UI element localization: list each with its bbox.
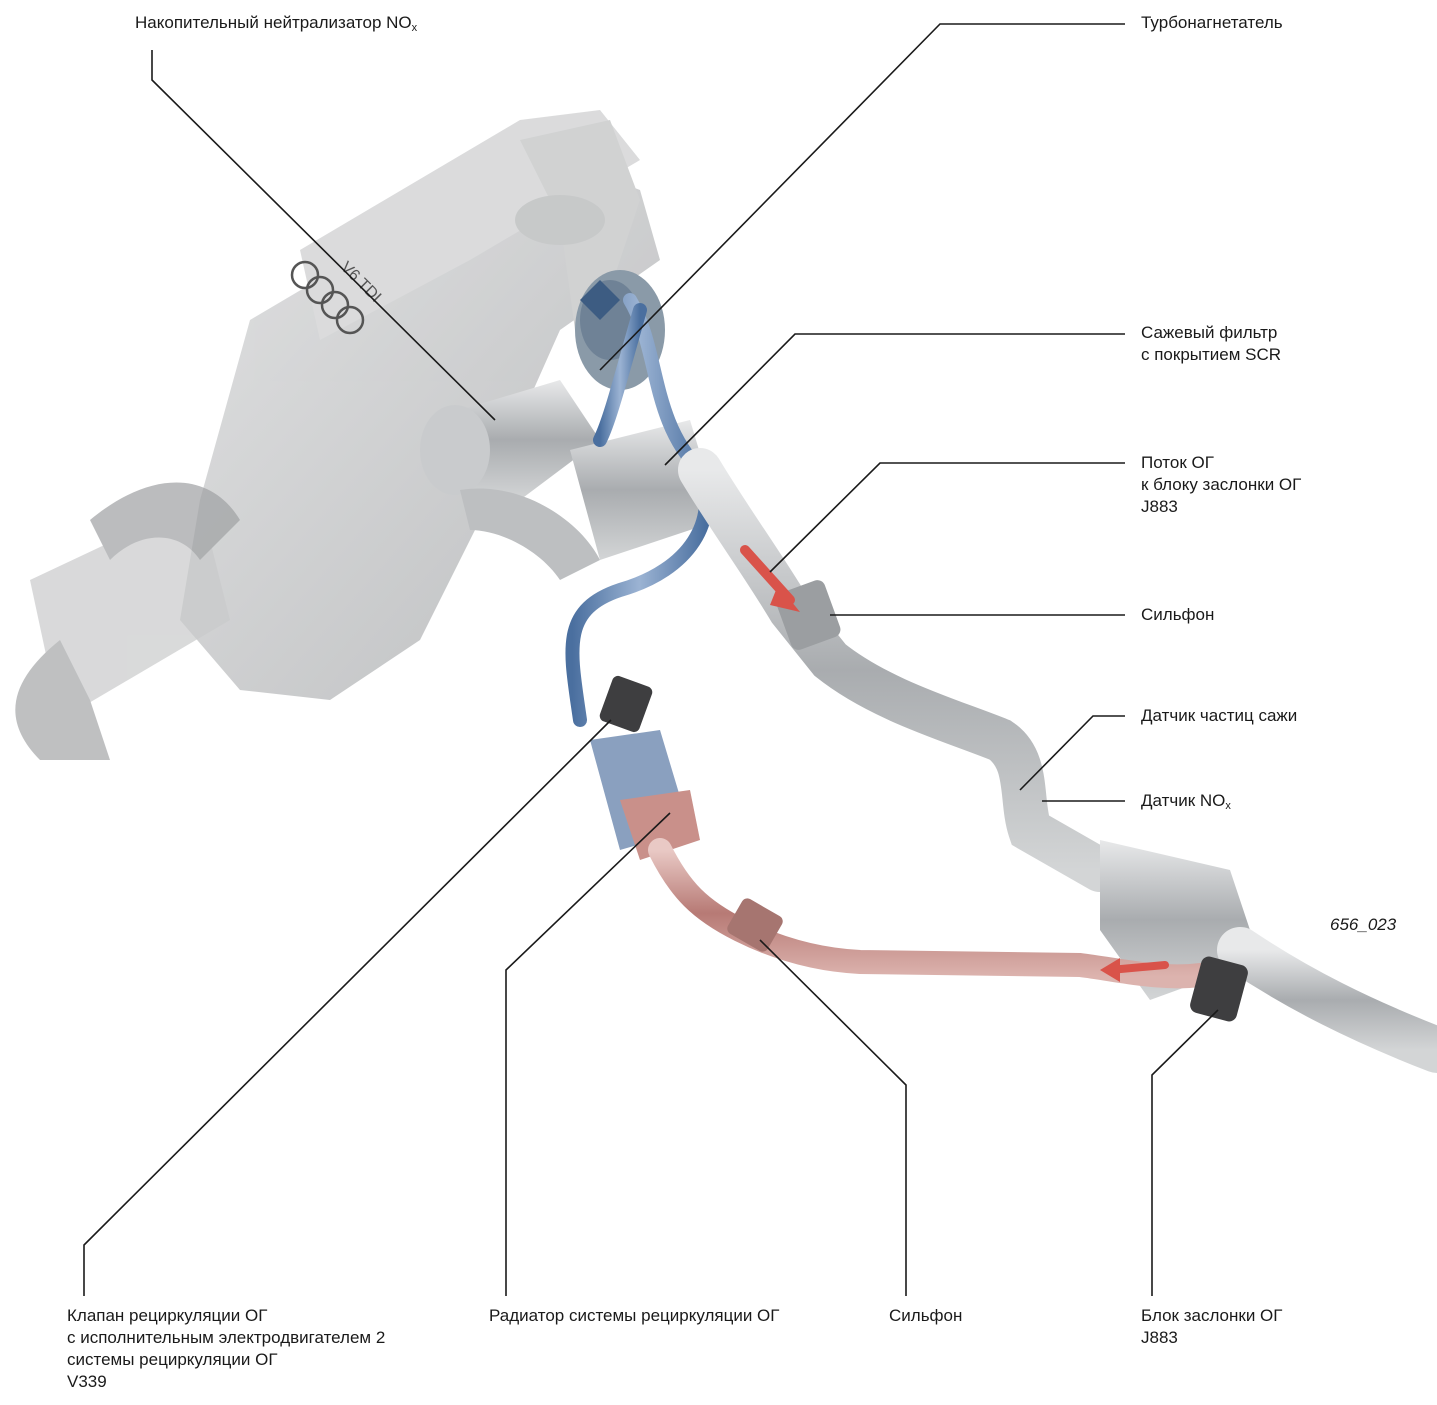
leader-soot-filter xyxy=(665,334,1125,465)
label-flap-unit: Блок заслонки ОГ J883 xyxy=(1141,1305,1282,1349)
intercooler xyxy=(15,483,240,761)
label-egr-valve: Клапан рециркуляции ОГ с исполнительным … xyxy=(67,1305,385,1393)
figure-id: 656_023 xyxy=(1330,915,1396,935)
leader-flap-unit xyxy=(1152,1010,1218,1296)
label-soot-filter: Сажевый фильтр с покрытием SCR xyxy=(1141,322,1281,366)
leader-exhaust-flow xyxy=(770,463,1125,572)
label-nox-sensor: Датчик NOx xyxy=(1141,790,1231,817)
label-turbocharger: Турбонагнетатель xyxy=(1141,12,1283,34)
label-egr-cooler: Радиатор системы рециркуляции ОГ xyxy=(489,1305,780,1327)
label-bellows-upper: Сильфон xyxy=(1141,604,1214,626)
egr-cooler-body xyxy=(590,730,700,860)
leader-egr-cooler xyxy=(506,813,670,1296)
leader-turbocharger xyxy=(600,24,1125,370)
leader-bellows-lower xyxy=(760,940,906,1296)
label-exhaust-flow: Поток ОГ к блоку заслонки ОГ J883 xyxy=(1141,452,1301,518)
leader-egr-valve xyxy=(84,720,611,1296)
label-bellows-lower: Сильфон xyxy=(889,1305,962,1327)
label-nox-storage-catalyst: Накопительный нейтрализатор NOx xyxy=(135,12,417,39)
label-soot-sensor: Датчик частиц сажи xyxy=(1141,705,1297,727)
tailpipe xyxy=(1240,950,1437,1050)
